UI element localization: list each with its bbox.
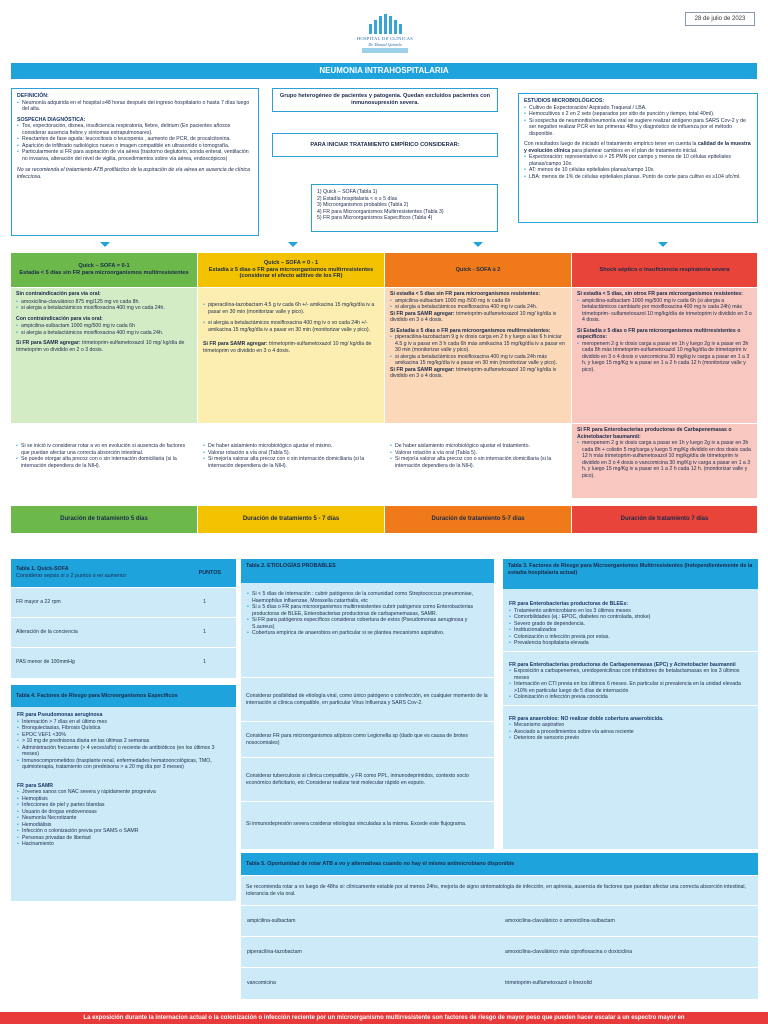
estudios-text: Con resultados luego de iniciado el trat… — [524, 141, 751, 154]
footer-banner: La exposición durante la internacion act… — [0, 1012, 768, 1024]
criterio-item: 4) FR para Microorganismos Multirresiste… — [317, 208, 444, 215]
list-item: Hemocultivos x 2 en 2 sets (separados po… — [524, 111, 752, 118]
col-head-3: Quick - SOFA ≥ 2 — [385, 253, 571, 287]
tabla3-title: Tabla 3. Factores de Riesgo para Microor… — [503, 559, 758, 589]
tabla2-p3: Considerar tuberculosis si clínica compa… — [241, 757, 494, 801]
logo-line2: Dr. Manuel Quintela — [368, 41, 402, 47]
list-item: Si sospecha de neumonitis/neumonía viral… — [524, 118, 752, 138]
col-body-2: piperacilina-tazobactam 4.5 g iv cada 6h… — [198, 288, 384, 423]
tabla4: Tabla 4. Factores de Riesgo para Microor… — [11, 685, 236, 901]
estudios-title: ESTUDIOS MICROBIOLÓGICOS: — [524, 98, 605, 104]
arrow-down-icon — [288, 242, 298, 247]
arrow-down-icon — [473, 242, 483, 247]
hospital-logo: HOSPITAL DE CLINICAS Dr. Manuel Quintela — [352, 14, 418, 54]
criterio-item: 2) Estadía hospitalaria < o ≥ 5 días — [317, 195, 398, 202]
arrow-down-icon — [658, 242, 668, 247]
list-item: AT: menos de 10 células epiteliales plan… — [524, 167, 752, 174]
estudios-box: ESTUDIOS MICROBIOLÓGICOS: Cultivo de Exp… — [518, 93, 758, 223]
tabla2-p2: Considerar FR para microorganismos atípi… — [241, 721, 494, 757]
sospecha-title: SOSPECHA DIAGNÓSTICA: — [17, 116, 86, 123]
list-item: Cultivo de Expectoración/ Aspirado Traqu… — [524, 105, 752, 112]
tabla5-text: Se recomienda rotar a vo luego de 48hs s… — [241, 875, 758, 905]
col-body-3: Si estadía < 5 días sin FR para microorg… — [385, 288, 571, 423]
logo-bars-icon — [352, 14, 418, 34]
tabla4-title: Tabla 4. Factores de Riesgo para Microor… — [11, 685, 236, 707]
grupo-text: Grupo heterogéneo de pacientes y patogen… — [279, 93, 491, 106]
prophylaxis-note: No se recomienda el tratamiento ATB prof… — [17, 167, 250, 180]
estudios-list-2: Expectoración: representativo si > 25 PM… — [524, 154, 752, 180]
list-item: Particularmente si FR para aspiración de… — [17, 149, 253, 162]
criterio-item: 3) Microorganismos probables (Tabla 2) — [317, 202, 409, 208]
list-item: Tos, expectoración, disnea, insuficienci… — [17, 123, 253, 136]
tabla5-title: Tabla 5. Oportunidad de rotar ATB a vo y… — [241, 853, 758, 875]
tabla3: Tabla 3. Factores de Riesgo para Microor… — [503, 559, 758, 849]
tabla5: Tabla 5. Oportunidad de rotar ATB a vo y… — [241, 853, 758, 999]
col-head-1: Quick – SOFA = 0-1 Estadía < 5 días sin … — [11, 253, 197, 287]
definition-title: DEFINICIÓN: — [17, 93, 49, 99]
duration-3: Duración de tratamiento 5-7 días — [385, 506, 571, 533]
estudios-list: Cultivo de Expectoración/ Aspirado Traqu… — [524, 105, 752, 138]
page-title: NEUMONIA INTRAHOSPITALARIA — [11, 63, 757, 79]
iniciar-text: PARA INICIAR TRATAMIENTO EMPÍRICO CONSID… — [310, 142, 460, 148]
tabla1-subtitle: Considerar sepsis si ≥ 2 puntos o en aum… — [16, 573, 128, 579]
definition-box: DEFINICIÓN: Neumonía adquirida en el hos… — [11, 88, 259, 236]
logo-strip — [362, 47, 408, 53]
duration-1: Duración de tratamiento 5 días — [11, 506, 197, 533]
grupo-box: Grupo heterogéneo de pacientes y patogen… — [272, 88, 498, 112]
col-notes-2: De haber aislamiento microbiológico ajus… — [198, 440, 384, 472]
list-item: Aparición de infiltrado radiológico nuev… — [17, 143, 253, 150]
list-item: Neumonía adquirida en el hospital ≥48 ho… — [17, 100, 253, 113]
col-head-4: Shock séptico o insuficiencia respirator… — [572, 253, 757, 287]
date-box: 28 de julio de 2023 — [685, 12, 755, 26]
arrow-down-icon — [100, 242, 110, 247]
col-head-2: Quick – SOFA = 0 - 1 Estadía ≥ 5 días o … — [198, 253, 384, 287]
tabla2-p1: Considerar posibilidad de etiología vira… — [241, 677, 494, 721]
logo-line1: HOSPITAL DE CLINICAS — [356, 36, 414, 41]
col-body-4: Si estadía < 5 días, sin otros FR para m… — [572, 288, 757, 423]
list-item: LBA: menos de 1% de células epiteliales … — [524, 174, 752, 181]
list-item: Expectoración: representativo si > 25 PM… — [524, 154, 752, 167]
duration-4: Duración de tratamiento 7 días — [572, 506, 757, 533]
iniciar-box: PARA INICIAR TRATAMIENTO EMPÍRICO CONSID… — [272, 133, 498, 157]
tabla2: Tabla 2. ETIOLOGÍAS PROBABLES Si < 5 día… — [241, 559, 494, 849]
criterio-item: 5) FR para Microorganismos Específicos (… — [317, 215, 433, 221]
definition-list: Neumonía adquirida en el hospital ≥48 ho… — [17, 100, 253, 113]
tabla2-p4: Si inmunodepresión severa cosiderar etio… — [241, 801, 494, 847]
col-notes-1: Si se inició iv considerar rotar a vo en… — [11, 440, 197, 472]
col-notes-3: De haber aislamiento microbiológico ajus… — [385, 440, 571, 472]
criterios-box: 1) Quick – SOFA (Tabla 1) 2) Estadía hos… — [311, 184, 498, 232]
tabla2-title: Tabla 2. ETIOLOGÍAS PROBABLES — [241, 559, 494, 583]
tabla1-col: PUNTOS — [198, 569, 221, 576]
tabla1-title: Tabla 1. Quick-SOFA — [16, 566, 69, 573]
duration-2: Duración de tratamiento 5 - 7 días — [198, 506, 384, 533]
col-body-4b: Si FR para Enterobacterias productoras d… — [572, 424, 757, 498]
criterio-item: 1) Quick – SOFA (Tabla 1) — [317, 189, 378, 195]
sospecha-list: Tos, expectoración, disnea, insuficienci… — [17, 123, 253, 162]
col-body-1: Sin contraindicación para vía oral: amox… — [11, 288, 197, 423]
list-item: Reactantes de fase aguda: leucocitosis o… — [17, 136, 253, 143]
